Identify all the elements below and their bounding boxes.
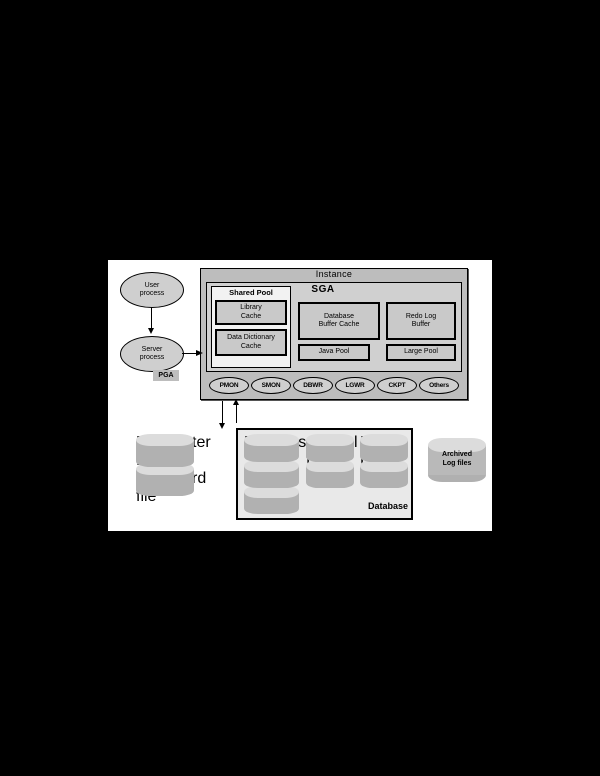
server-to-sga-arrow-line — [182, 353, 198, 354]
background-process-others: Others — [419, 376, 459, 394]
database-title: Database — [367, 501, 408, 511]
background-process-smon: SMON — [251, 376, 291, 394]
cylinder-segment — [306, 434, 354, 462]
cylinder-bottom — [306, 451, 354, 462]
java-pool-block: Java Pool — [298, 344, 370, 361]
cylinder-bottom — [136, 456, 194, 467]
cylinder-segment — [244, 434, 299, 462]
cylinder-segment — [360, 434, 408, 462]
password-file-cylinder — [136, 463, 194, 496]
sga-title: SGA — [311, 284, 335, 295]
database-to-instance-arrow-line — [236, 401, 237, 423]
large-pool-block: Large Pool — [386, 344, 456, 361]
instance-title: Instance — [315, 269, 353, 279]
cylinder-segment — [360, 460, 408, 488]
cylinder-top — [360, 434, 408, 446]
cylinder-bottom — [244, 503, 299, 514]
cylinder-segment — [244, 486, 299, 514]
instance-to-database-arrow-head — [218, 423, 225, 429]
cylinder-bottom — [306, 477, 354, 488]
background-process-ckpt: CKPT — [377, 376, 417, 394]
cylinder-top — [428, 438, 486, 452]
shared-pool-title: Shared Pool — [229, 288, 273, 297]
user-to-server-arrow-line — [151, 307, 152, 328]
cylinder-top — [244, 434, 299, 446]
cylinder-top — [136, 434, 194, 446]
control-files-stack: Controlfiles — [306, 434, 358, 496]
cylinder-segment — [244, 460, 299, 488]
cylinder-bottom — [244, 477, 299, 488]
server-to-sga-arrow-head — [196, 349, 203, 356]
cylinder-bottom — [360, 477, 408, 488]
pga-label: PGA — [153, 370, 179, 381]
cylinder-top — [244, 460, 299, 472]
cylinder-bottom — [136, 485, 194, 496]
instance-to-database-arrow-line — [222, 401, 223, 423]
background-process-lgwr: LGWR — [335, 376, 375, 394]
background-process-pmon: PMON — [209, 376, 249, 394]
background-process-dbwr: DBWR — [293, 376, 333, 394]
user-to-server-arrow-head — [147, 328, 154, 334]
external-files-stack: ParameterfilePasswordfile — [136, 434, 211, 505]
cylinder-top — [244, 486, 299, 498]
cylinder-segment — [306, 460, 354, 488]
cylinder-bottom — [244, 451, 299, 462]
cylinder-top — [306, 460, 354, 472]
datafiles-stack: Datafiles — [244, 434, 306, 522]
database-to-instance-arrow-head — [232, 399, 239, 405]
cylinder-bottom — [360, 451, 408, 462]
parameter-file-cylinder — [136, 434, 194, 467]
cylinder-top — [360, 460, 408, 472]
cylinder-top — [306, 434, 354, 446]
